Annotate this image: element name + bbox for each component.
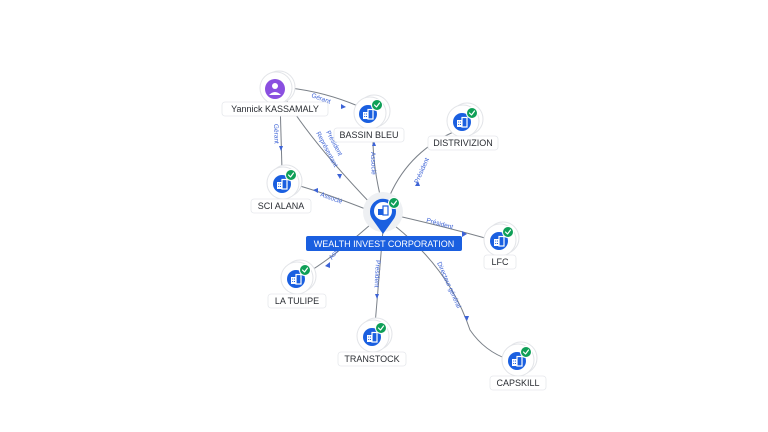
edge-yannick-bassin <box>289 87 359 107</box>
node-sci-alana[interactable]: SCI ALANA <box>250 164 312 214</box>
edge-label-center-lfc: Président <box>425 217 454 231</box>
arrow-icon <box>462 231 467 237</box>
check-badge-icon <box>520 346 532 358</box>
edge-label-center-sci: Associé <box>319 191 343 205</box>
person-icon <box>269 83 281 95</box>
arrow-icon <box>337 174 342 179</box>
node-label: LA TULIPE <box>275 296 319 306</box>
node-label: TRANSTOCK <box>344 354 399 364</box>
node-wealth-invest-corporation[interactable]: WEALTH INVEST CORPORATION <box>306 192 462 251</box>
edge-arrows <box>279 104 469 321</box>
check-badge-icon <box>375 322 387 334</box>
check-badge-icon <box>371 99 383 111</box>
node-capskill[interactable]: CAPSKILL <box>489 341 547 391</box>
main-node-label: WEALTH INVEST CORPORATION <box>314 239 455 249</box>
arrow-icon <box>279 146 283 151</box>
node-label: LFC <box>491 257 509 267</box>
node-label: DISTRIVIZION <box>433 138 493 148</box>
node-distrivizion[interactable]: DISTRIVIZION <box>427 102 499 151</box>
edge-center-sci <box>299 185 369 211</box>
edge-center-distri <box>389 129 459 196</box>
arrow-icon <box>415 181 420 186</box>
check-badge-icon <box>299 264 311 276</box>
node-label: BASSIN BLEU <box>339 130 398 140</box>
arrow-icon <box>372 141 376 146</box>
edge-label-yannick-sci: Gérant <box>272 124 280 144</box>
arrow-icon <box>464 316 469 321</box>
check-badge-icon <box>466 107 478 119</box>
check-badge-icon <box>502 226 514 238</box>
edge-label-center-bassin: Associé <box>369 152 377 175</box>
arrow-icon <box>375 294 379 299</box>
edge-label-center-capskill: Directeur général <box>435 261 462 310</box>
arrow-icon <box>341 104 346 109</box>
node-label: Yannick KASSAMALY <box>231 104 319 114</box>
edge-center-lfc <box>397 215 493 241</box>
node-la-tulipe[interactable]: LA TULIPE <box>267 259 327 309</box>
edge-label-center-transtock: Président <box>373 260 381 288</box>
check-badge-icon <box>285 169 297 181</box>
building-icon <box>378 205 389 216</box>
node-yannick-kassamaly[interactable]: Yannick KASSAMALY <box>221 70 329 117</box>
node-label: SCI ALANA <box>258 201 305 211</box>
edge-label-center-distri: Président <box>413 157 431 185</box>
node-lfc[interactable]: LFC <box>483 221 520 270</box>
arrow-icon <box>313 188 318 193</box>
node-bassin-bleu[interactable]: BASSIN BLEU <box>333 94 405 143</box>
node-label: CAPSKILL <box>496 378 539 388</box>
node-transtock[interactable]: TRANSTOCK <box>337 317 407 367</box>
arrow-icon <box>325 262 330 268</box>
check-badge-icon <box>388 197 400 209</box>
